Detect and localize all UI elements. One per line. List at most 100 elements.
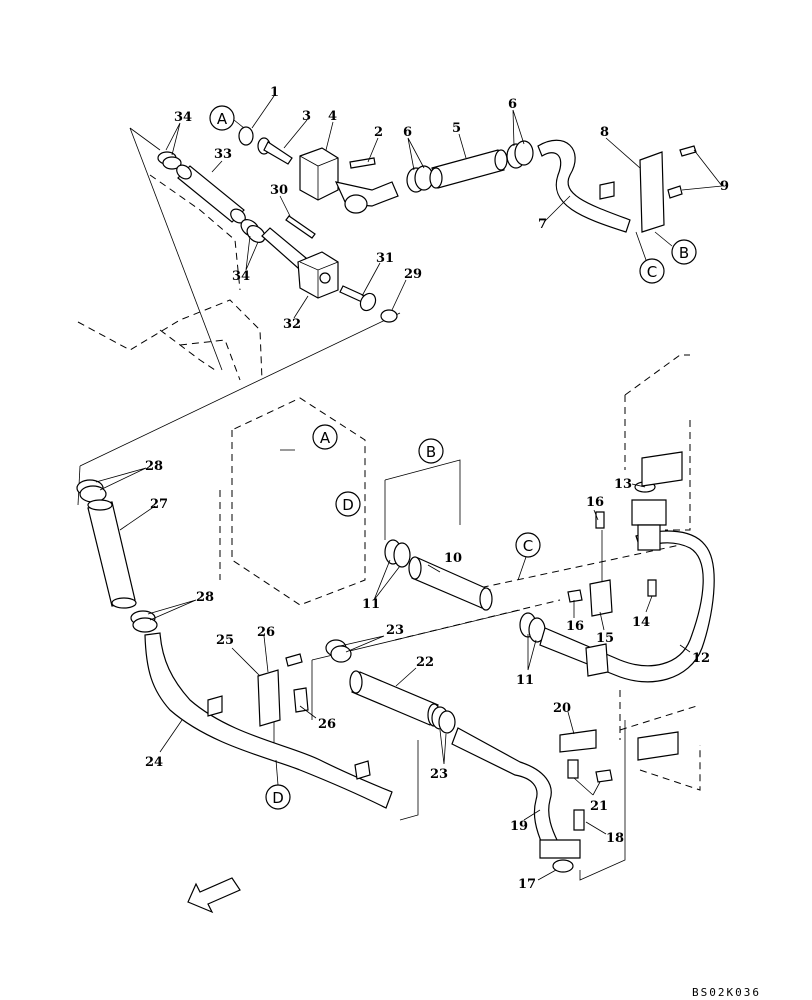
- bracket-15b: [585, 643, 609, 677]
- callout-34b: 34: [232, 269, 250, 284]
- callout-13: 13: [614, 477, 632, 492]
- callout-6b: 6: [508, 97, 517, 112]
- ref-d-mid: D: [342, 496, 354, 514]
- callout-29: 29: [404, 267, 422, 282]
- leader-lines: [77, 127, 626, 881]
- ref-c-mid: C: [523, 537, 533, 555]
- callout-16b: 16: [566, 619, 584, 634]
- upper-assembly: [157, 126, 697, 323]
- callout-17: 17: [518, 877, 536, 892]
- bolt-30: [285, 215, 316, 239]
- bolt-2: [349, 157, 376, 169]
- bolt-26b: [293, 687, 309, 713]
- callout-33: 33: [214, 147, 232, 162]
- flange-19: [539, 839, 581, 859]
- callout-23a: 23: [386, 623, 404, 638]
- hose-clamp-23b: [330, 645, 352, 663]
- ref-b-top: B: [679, 244, 689, 262]
- callout-15: 15: [596, 631, 614, 646]
- pipe-7: [537, 139, 631, 233]
- callout-21: 21: [590, 799, 608, 814]
- callout-6a: 6: [403, 125, 412, 140]
- callout-12: 12: [692, 651, 710, 666]
- bracket-15a: [589, 579, 613, 617]
- callout-28a: 28: [145, 459, 163, 474]
- callout-leaders: [95, 95, 723, 881]
- o-ring-17: [552, 859, 574, 873]
- bracket-20: [559, 729, 597, 753]
- fitting-32-pipe: [261, 227, 307, 269]
- ref-b-mid: B: [426, 443, 436, 461]
- callout-16a: 16: [586, 495, 604, 510]
- callout-3: 3: [302, 109, 311, 124]
- callout-14: 14: [632, 615, 650, 630]
- hose-22: [351, 671, 439, 726]
- mount-plate-lower: [637, 731, 679, 761]
- ref-d-bottom: D: [272, 789, 284, 807]
- bolt-16a: [595, 511, 605, 529]
- bolt-9a: [679, 145, 697, 157]
- callout-10: 10: [444, 551, 462, 566]
- callout-11b: 11: [516, 673, 534, 688]
- hose-27: [87, 501, 136, 607]
- adapter-block-4: [299, 147, 339, 201]
- callout-23b: 23: [430, 767, 448, 782]
- hose-clamp-6d: [514, 140, 534, 166]
- ref-c-top: C: [647, 263, 657, 281]
- o-ring-1: [238, 126, 254, 146]
- flange-12: [631, 499, 667, 526]
- bracket-25: [257, 669, 281, 727]
- callout-24: 24: [145, 755, 163, 770]
- o-ring-29: [380, 309, 398, 323]
- left-assembly: [76, 479, 393, 809]
- callout-8: 8: [600, 125, 609, 140]
- callout-numbers: 1 2 3 4 5 6 6 7 8 9 10 11 11 12 13 14 15…: [145, 85, 729, 892]
- bolt-9b: [667, 185, 683, 199]
- bolt-26a: [285, 653, 303, 667]
- bolt-14: [647, 579, 657, 597]
- right-assembly: [325, 451, 715, 873]
- callout-27: 27: [150, 497, 168, 512]
- callout-20: 20: [553, 701, 571, 716]
- callout-22: 22: [416, 655, 434, 670]
- pipe-19: [451, 727, 559, 847]
- hose-clamp-28d: [132, 617, 158, 633]
- hose-clamp-34d: [246, 225, 266, 243]
- ref-a-mid: A: [320, 429, 331, 447]
- callout-19: 19: [510, 819, 528, 834]
- bolt-21b: [595, 769, 613, 783]
- front-arrow-icon: [187, 877, 241, 914]
- bracket-8: [639, 151, 665, 233]
- callout-18: 18: [606, 831, 624, 846]
- reference-markers: A B C A D B C D: [209, 105, 697, 810]
- hose-clamp-23d: [438, 710, 456, 734]
- callout-34a: 34: [174, 110, 192, 125]
- callout-2: 2: [374, 125, 383, 140]
- ref-a-top: A: [217, 110, 228, 128]
- pipe-24: [144, 632, 393, 809]
- callout-31: 31: [376, 251, 394, 266]
- mount-plate-upper: [641, 451, 683, 487]
- callout-4: 4: [328, 109, 337, 124]
- callout-1: 1: [270, 85, 279, 100]
- callout-28b: 28: [196, 590, 214, 605]
- hose-clamp-34b: [162, 156, 182, 170]
- callout-11a: 11: [362, 597, 380, 612]
- pipe-12: [539, 530, 715, 683]
- callout-5: 5: [452, 121, 461, 136]
- bolt-21a: [567, 759, 579, 779]
- hose-5: [431, 149, 505, 189]
- machine-outline: [77, 174, 701, 791]
- callout-32: 32: [283, 317, 301, 332]
- callout-26a: 26: [257, 625, 275, 640]
- callout-25: 25: [216, 633, 234, 648]
- drawing-code: BS02K036: [692, 986, 761, 999]
- callout-26b: 26: [318, 717, 336, 732]
- callout-30: 30: [270, 183, 288, 198]
- bolt-18: [573, 809, 585, 831]
- callout-7: 7: [538, 217, 547, 232]
- callout-9: 9: [720, 179, 729, 194]
- hose-clamp-11b: [393, 542, 411, 568]
